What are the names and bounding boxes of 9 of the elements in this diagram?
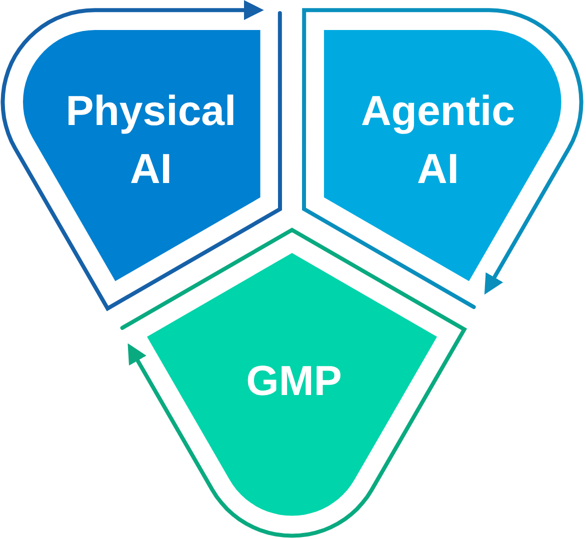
loop-arrow — [120, 228, 468, 538]
segment-label: Agentic AI — [360, 86, 515, 194]
segment-shape — [22, 30, 260, 282]
segment-label: GMP — [246, 356, 342, 406]
segment-label: Physical AI — [66, 86, 236, 194]
segment-shape — [147, 253, 437, 516]
loop-arrow — [0, 0, 282, 312]
segment-shape — [324, 30, 562, 282]
loop-arrow — [302, 8, 584, 309]
